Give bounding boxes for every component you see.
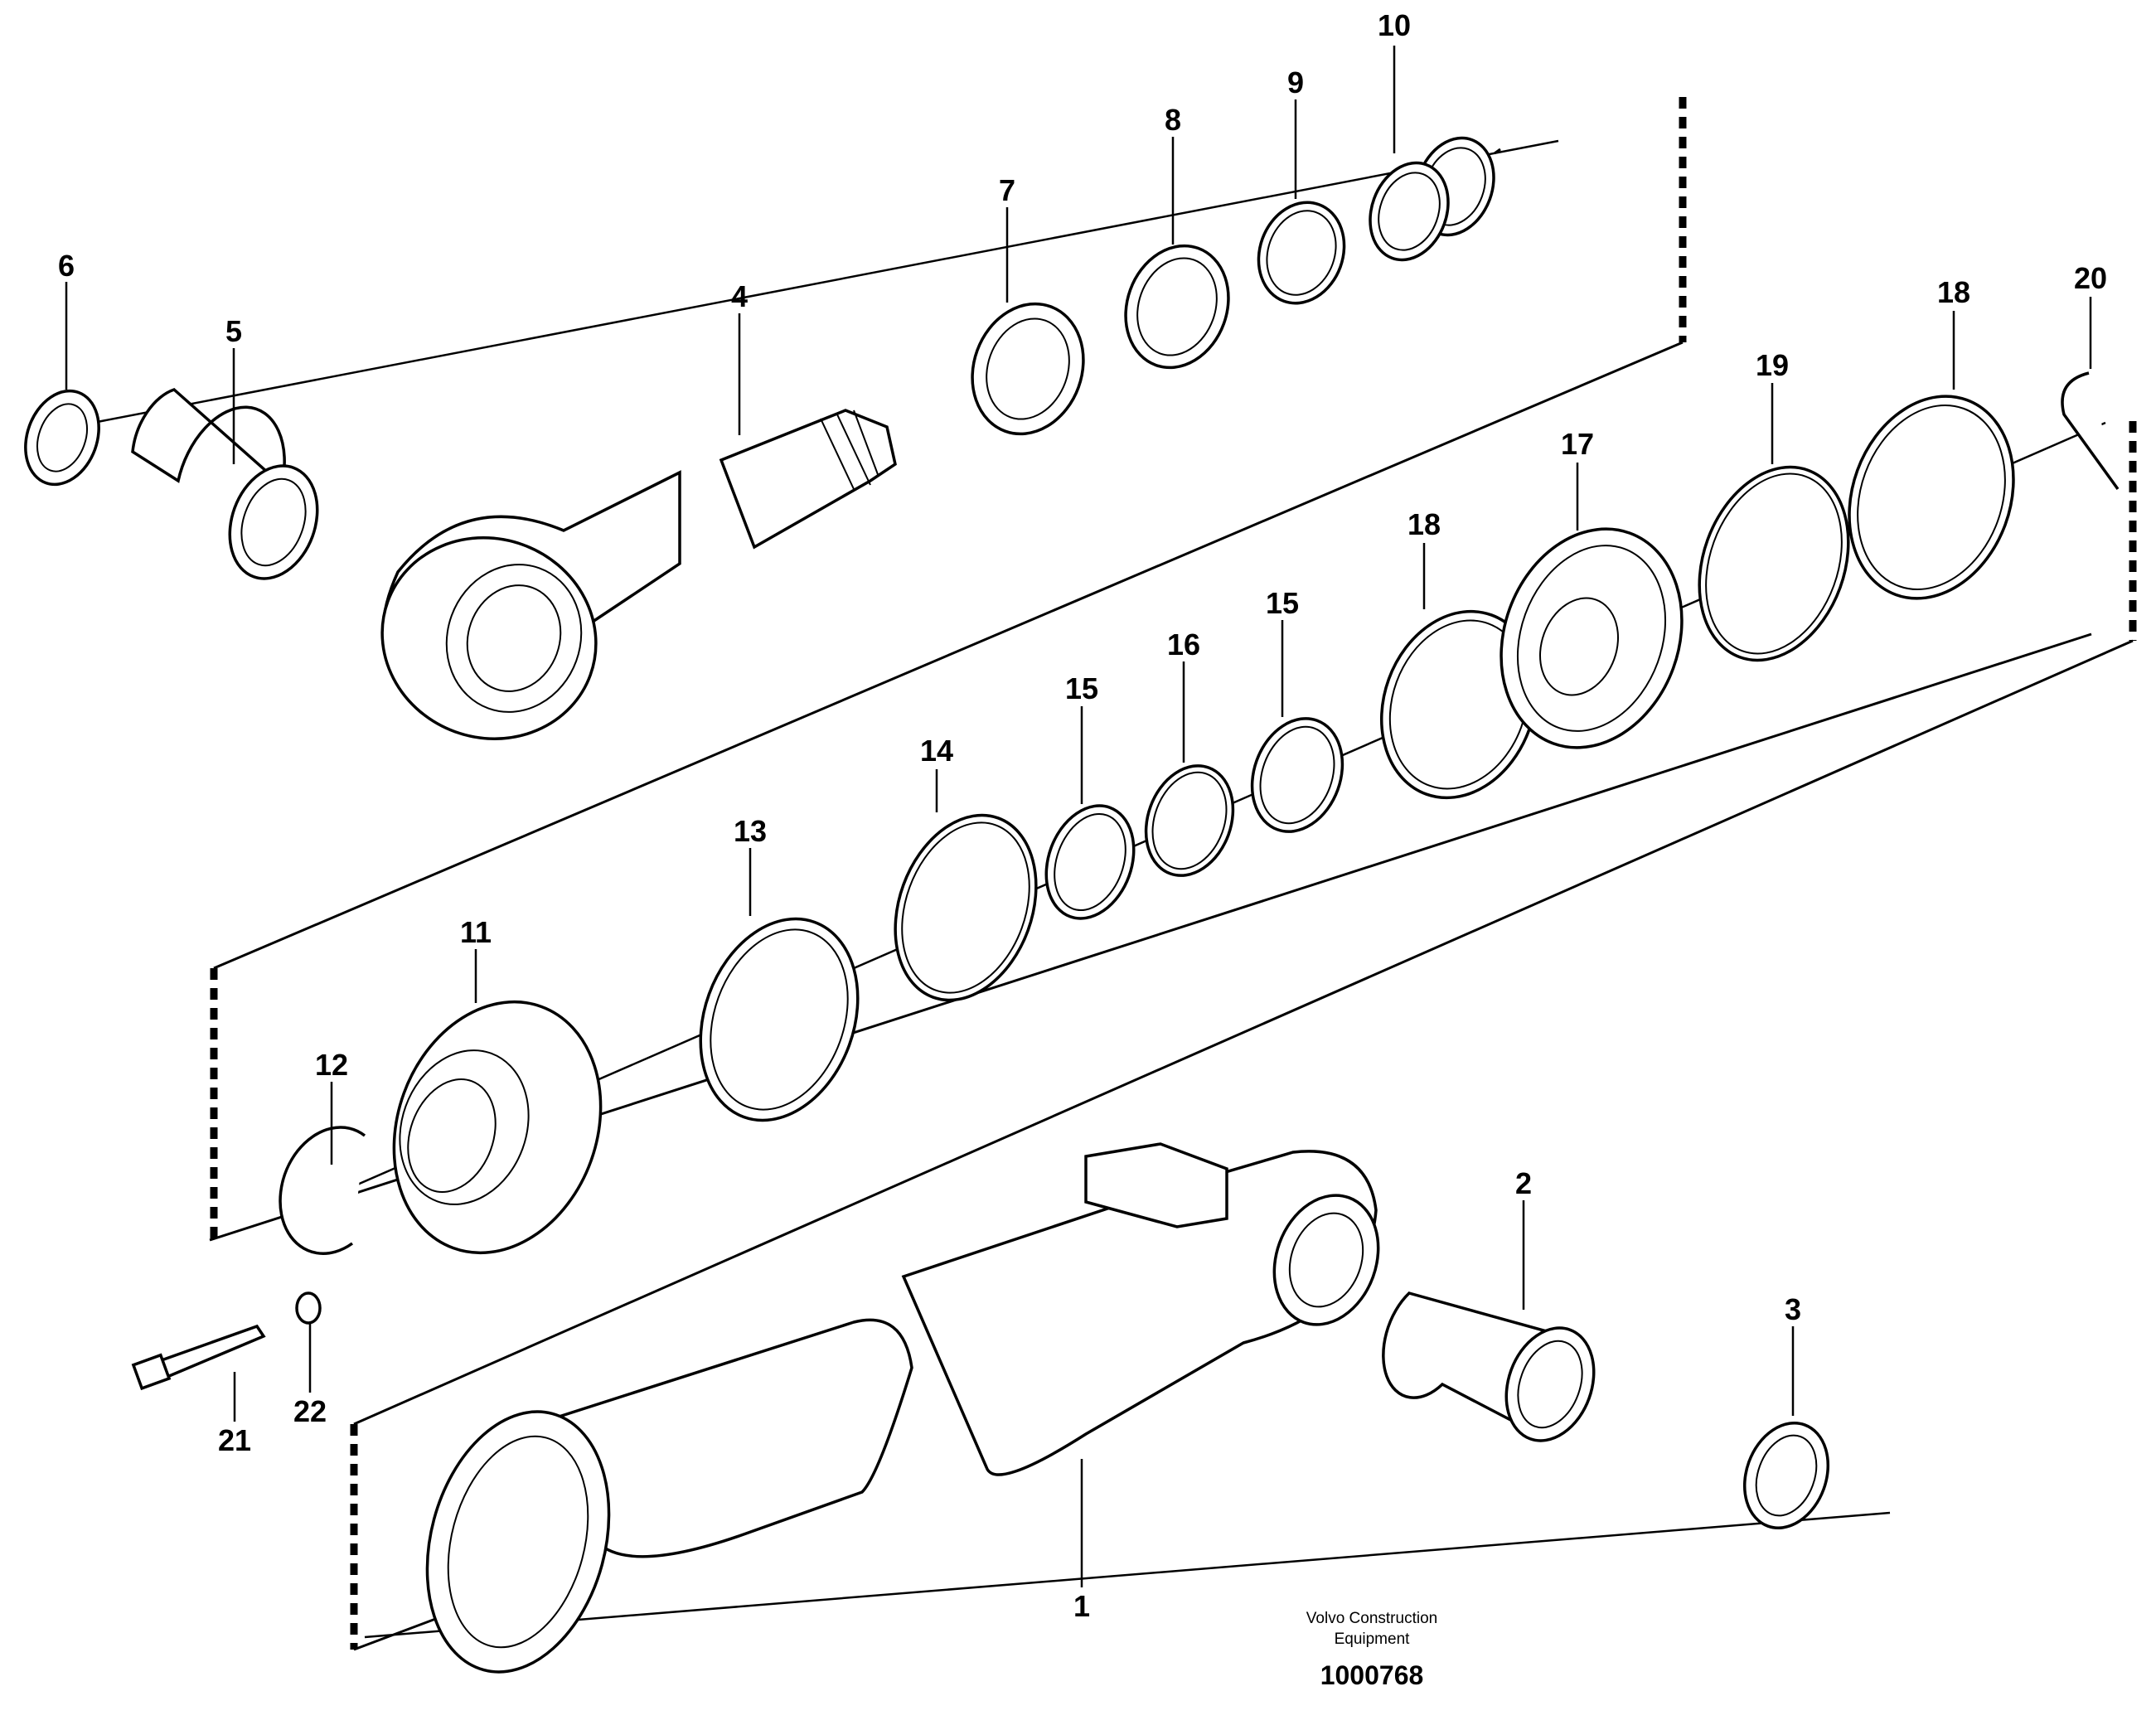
part-2-bushing <box>1382 1291 1596 1442</box>
part-7-wiper <box>971 302 1085 436</box>
callout-5: 5 <box>225 314 242 348</box>
part-18-guide-ring-b <box>1848 395 2015 600</box>
callout-16: 16 <box>1167 627 1200 661</box>
tube-centerline <box>364 1511 1891 1639</box>
callout-8: 8 <box>1165 103 1181 137</box>
part-18-guide-ring-a <box>1379 609 1538 800</box>
part-8-seal <box>1124 244 1230 370</box>
caption-line-2: Equipment <box>1335 1631 1411 1648</box>
part-1-cylinder-tube <box>425 1142 1380 1674</box>
leader-lines <box>65 46 2092 1587</box>
part-9-ring <box>1257 201 1346 305</box>
callout-18-a: 18 <box>1407 507 1441 541</box>
callout-1: 1 <box>1073 1589 1090 1623</box>
callout-11: 11 <box>460 915 492 949</box>
part-21-bolt <box>131 1324 266 1391</box>
part-17-piston <box>1500 527 1684 749</box>
part-19-ring <box>1698 465 1850 662</box>
part-3-seal-ring <box>1742 1422 1830 1529</box>
part-4-piston-rod <box>380 409 897 740</box>
callout-labels: 6 5 4 7 8 9 10 11 12 13 14 15 16 15 18 1… <box>58 8 2107 1623</box>
part-22-washer <box>295 1291 322 1325</box>
part-12-circlip <box>279 1126 366 1255</box>
callout-2: 2 <box>1515 1166 1532 1200</box>
part-10-ring-pair <box>1369 136 1495 262</box>
rod-centerline <box>49 139 1559 433</box>
callout-15-b: 15 <box>1266 586 1299 620</box>
callout-7: 7 <box>999 173 1015 207</box>
callout-15-a: 15 <box>1065 671 1098 705</box>
part-5-bushing <box>131 388 319 580</box>
caption-line-1: Volvo Construction <box>1306 1610 1437 1627</box>
part-6-seal-ring <box>24 389 100 487</box>
part-11-cylinder-head <box>392 1000 603 1255</box>
callout-21: 21 <box>218 1423 251 1457</box>
callout-9: 9 <box>1287 65 1304 99</box>
part-20-lock-wire <box>2061 371 2120 491</box>
callout-14: 14 <box>920 734 953 768</box>
part-15-ring-b <box>1250 717 1344 833</box>
part-13-seal <box>699 917 860 1122</box>
part-16-ring <box>1144 764 1235 877</box>
callout-19: 19 <box>1756 348 1789 382</box>
callout-13: 13 <box>734 814 767 848</box>
part-15-ring-a <box>1044 804 1136 920</box>
callout-4: 4 <box>731 279 748 313</box>
callout-18-b: 18 <box>1937 275 1970 309</box>
part-14-ring <box>894 813 1038 1002</box>
callout-20: 20 <box>2074 261 2107 295</box>
callout-3: 3 <box>1785 1292 1801 1326</box>
callout-10: 10 <box>1378 8 1411 42</box>
callout-6: 6 <box>58 249 75 283</box>
caption: Volvo Construction Equipment 1000768 <box>1306 1610 1437 1690</box>
callout-22: 22 <box>293 1394 327 1428</box>
callout-12: 12 <box>315 1048 348 1082</box>
callout-17: 17 <box>1561 427 1594 461</box>
document-number: 1000768 <box>1320 1660 1424 1690</box>
